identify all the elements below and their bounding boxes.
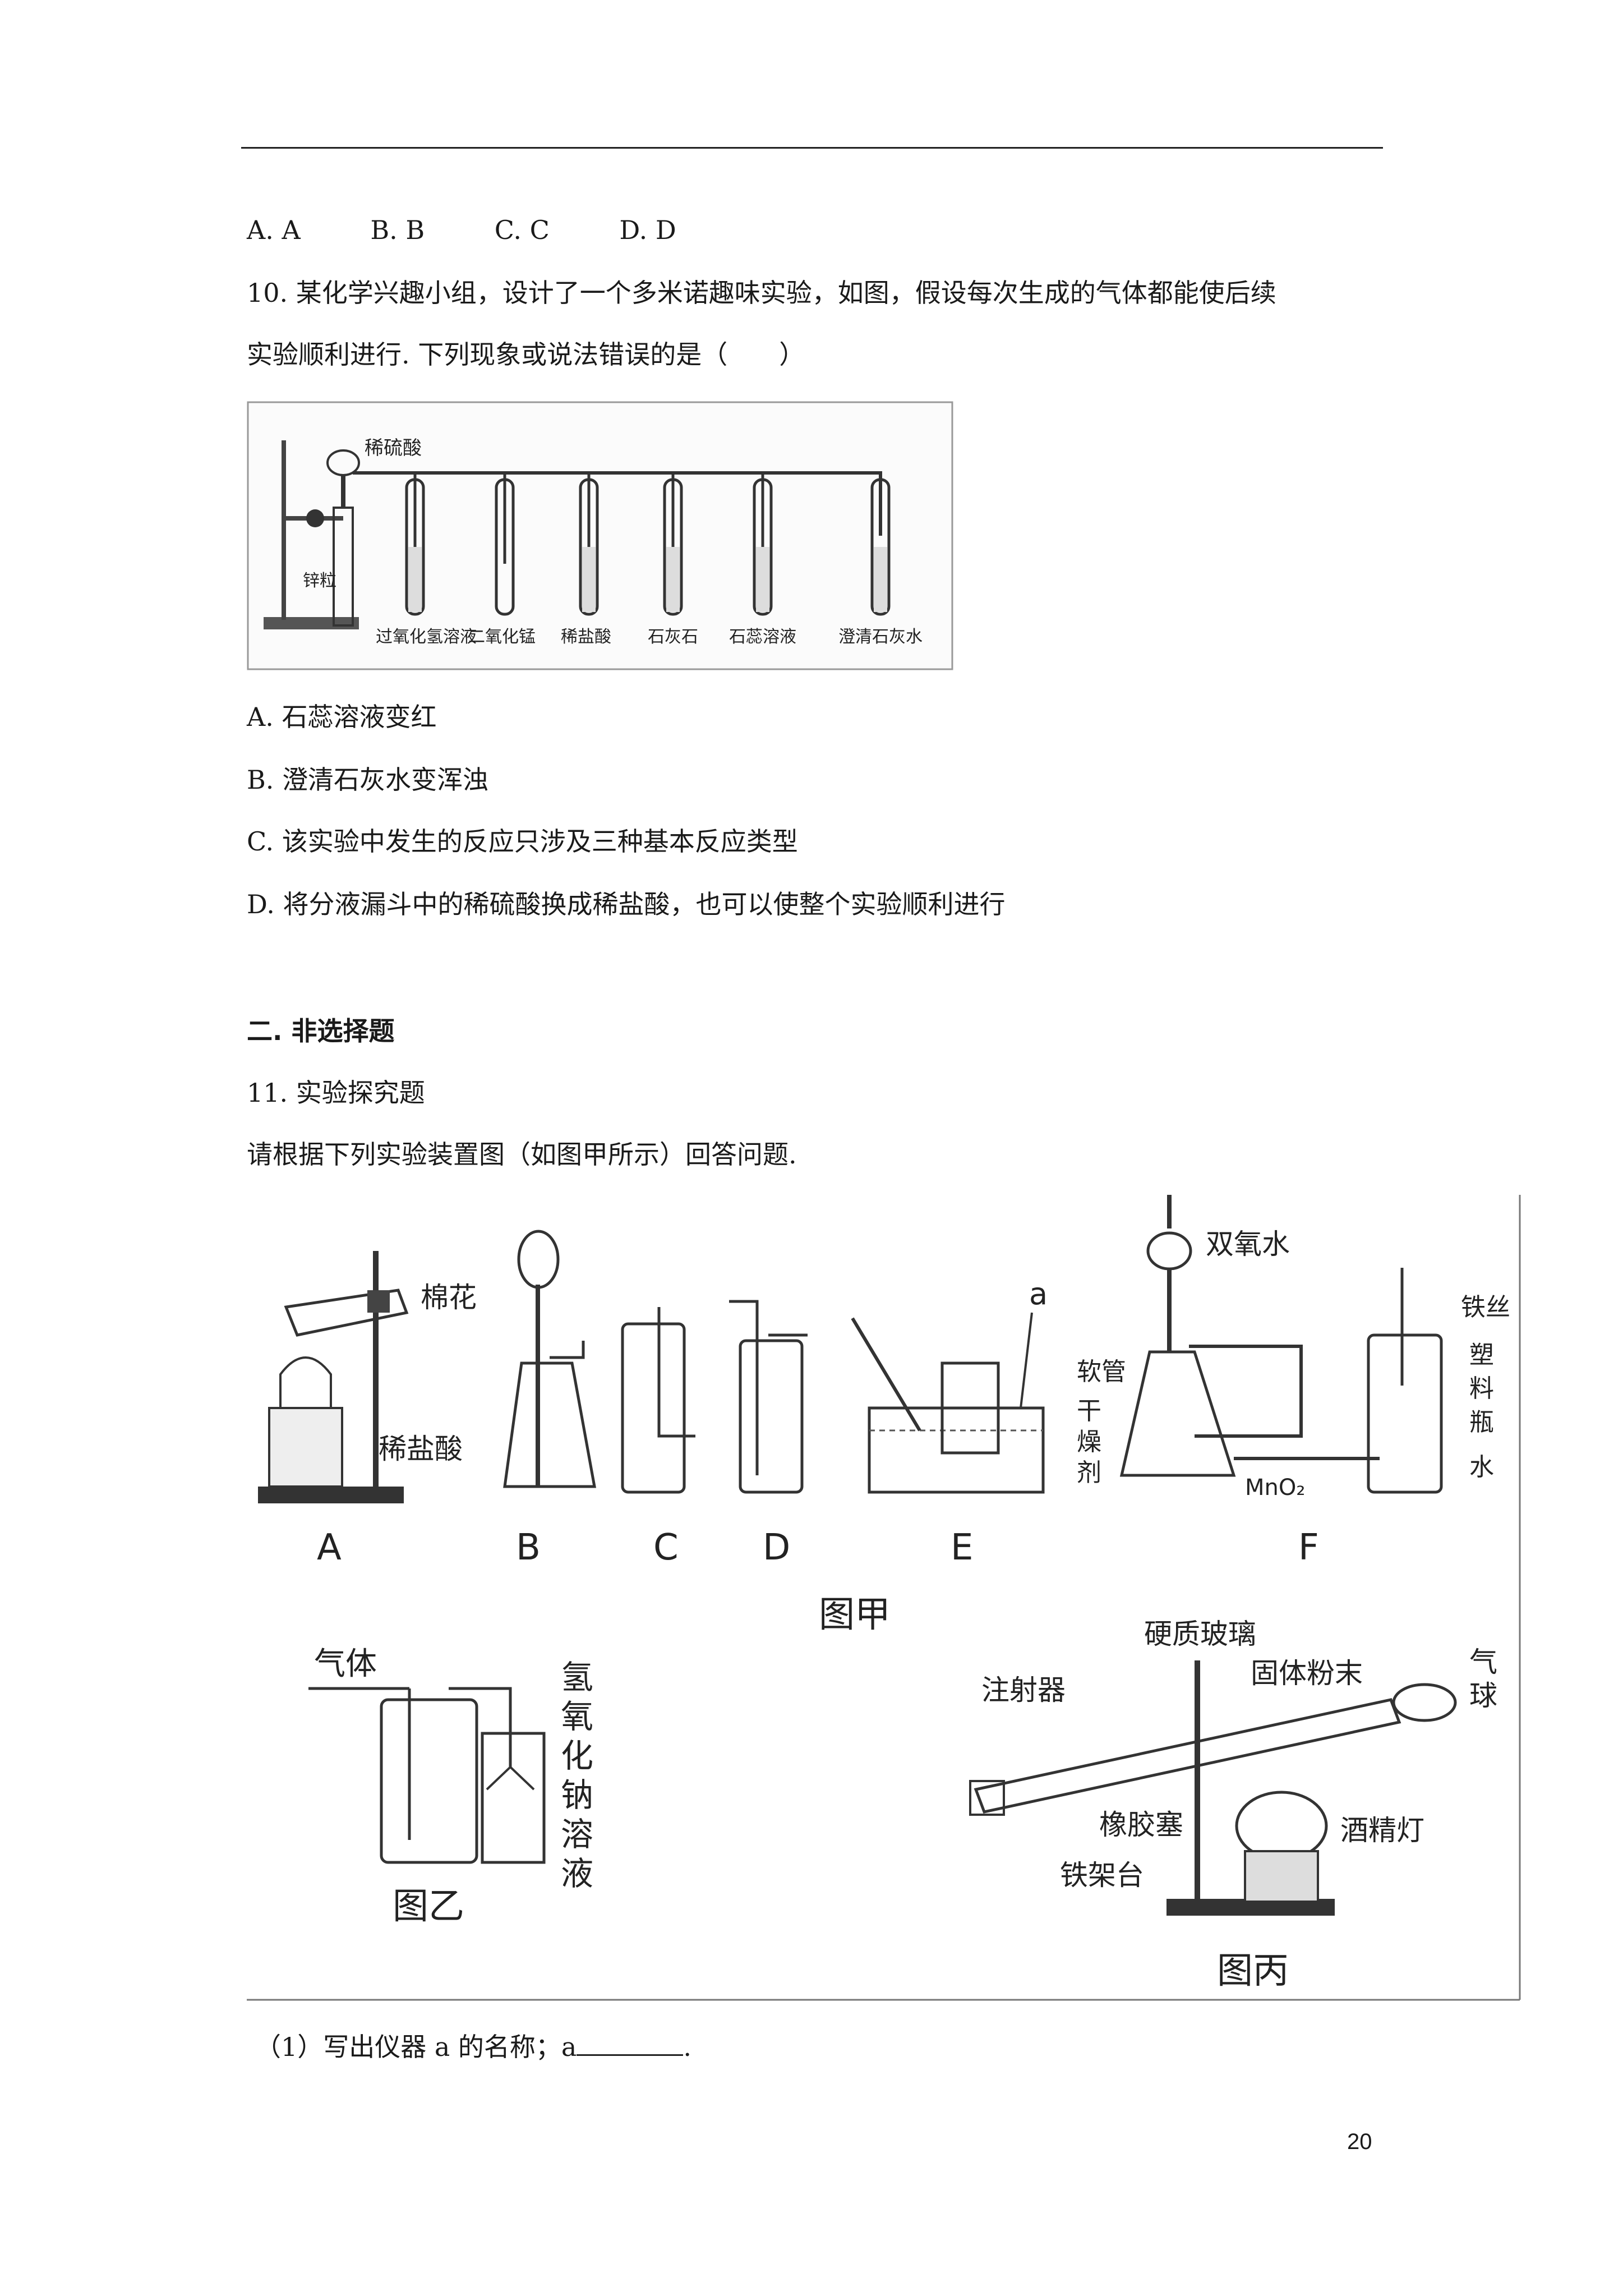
naoh-label-1: 氢 bbox=[561, 1658, 593, 1696]
q10-stem-line1: 10. 某化学兴趣小组，设计了一个多米诺趣味实验，如图，假设每次生成的气体都能使… bbox=[247, 278, 1276, 308]
plastic-bottle-label-1: 塑 bbox=[1469, 1341, 1494, 1369]
q11-intro: 请根据下列实验装置图（如图甲所示）回答问题. bbox=[247, 1139, 797, 1170]
apparatus-c bbox=[621, 1307, 695, 1494]
q10-tube3-label: 稀盐酸 bbox=[561, 627, 611, 647]
q10-option-b: B. 澄清石灰水变浑浊 bbox=[247, 765, 489, 795]
q10-domino-figure: 稀硫酸 锌粒 过氧化氢溶液 二氧化锰 稀盐酸 石灰石 石蕊溶液 澄清石灰水 bbox=[247, 401, 953, 670]
label-a: A bbox=[317, 1527, 342, 1568]
q10-option-a: A. 石蕊溶液变红 bbox=[247, 702, 437, 732]
lamp-label: 酒精灯 bbox=[1340, 1814, 1424, 1847]
label-c: C bbox=[653, 1527, 679, 1568]
naoh-label-5: 溶 bbox=[561, 1815, 593, 1853]
fig-jia-caption: 图甲 bbox=[819, 1594, 891, 1636]
apparatus-f: 双氧水 软管 干 燥 剂 MnO₂ 铁丝 塑 料 瓶 水 bbox=[1077, 1195, 1510, 1501]
q10-tube6-label: 澄清石灰水 bbox=[838, 627, 923, 647]
q9-option-a: A. A bbox=[247, 215, 301, 245]
naoh-label-3: 化 bbox=[561, 1737, 593, 1775]
syringe-label: 注射器 bbox=[981, 1674, 1066, 1706]
page-number: 20 bbox=[1347, 2129, 1372, 2154]
cotton-label: 棉花 bbox=[421, 1281, 477, 1314]
desiccant-label-1: 干 bbox=[1077, 1397, 1101, 1425]
q9-option-b: B. B bbox=[370, 215, 425, 245]
label-d: D bbox=[763, 1527, 790, 1568]
desiccant-label-3: 剂 bbox=[1077, 1458, 1101, 1487]
instrument-a-label: a bbox=[1029, 1276, 1048, 1312]
q10-tube4-label: 石灰石 bbox=[648, 627, 698, 647]
label-b: B bbox=[516, 1527, 541, 1568]
q11-sub1-prefix: （1）写出仪器 a 的名称；a bbox=[255, 2032, 577, 2062]
plastic-bottle-label-2: 料 bbox=[1469, 1374, 1494, 1403]
h2o2-label: 双氧水 bbox=[1206, 1228, 1290, 1260]
header-rule bbox=[241, 147, 1383, 149]
fig-bing: 硬质玻璃 固体粉末 气 球 注射器 橡胶塞 酒精灯 铁架台 图丙 bbox=[969, 1618, 1497, 1992]
naoh-label-4: 钠 bbox=[561, 1776, 593, 1814]
q10-option-c: C. 该实验中发生的反应只涉及三种基本反应类型 bbox=[247, 826, 798, 857]
fig-yi: 气体 氢 氧 化 钠 溶 液 图乙 bbox=[308, 1646, 593, 1927]
q11-sub1: （1）写出仪器 a 的名称；a. bbox=[255, 2030, 691, 2064]
q9-option-d: D. D bbox=[619, 215, 676, 245]
q10-zinc-label: 锌粒 bbox=[303, 571, 336, 591]
apparatus-a: 棉花 bbox=[258, 1251, 477, 1503]
q10-funnel-label: 稀硫酸 bbox=[365, 437, 422, 459]
dilute-hcl-label: 稀盐酸 bbox=[379, 1433, 463, 1465]
q10-stem-line2: 实验顺利进行. 下列现象或说法错误的是（ ） bbox=[247, 339, 805, 370]
balloon-label-1: 气 bbox=[1469, 1646, 1497, 1678]
fig-bing-caption: 图丙 bbox=[1217, 1950, 1289, 1992]
apparatus-e: a bbox=[851, 1276, 1048, 1494]
q9-option-c: C. C bbox=[494, 215, 550, 245]
section-2-title: 二. 非选择题 bbox=[247, 1016, 395, 1046]
naoh-label-2: 氧 bbox=[561, 1697, 593, 1736]
q9-options: A. A B. B C. C D. D bbox=[247, 213, 738, 247]
balloon-label-2: 球 bbox=[1469, 1680, 1497, 1712]
q10-tube1-label: 过氧化氢溶液 bbox=[376, 627, 477, 647]
hose-label: 软管 bbox=[1077, 1358, 1126, 1386]
stand-label: 铁架台 bbox=[1060, 1859, 1144, 1892]
q10-option-d: D. 将分液漏斗中的稀硫酸换成稀盐酸，也可以使整个实验顺利进行 bbox=[247, 889, 1006, 919]
solid-powder-label: 固体粉末 bbox=[1251, 1657, 1363, 1690]
apparatus-d bbox=[729, 1300, 808, 1494]
q11-sub1-suffix: . bbox=[683, 2032, 691, 2062]
desiccant-label-2: 燥 bbox=[1077, 1428, 1101, 1456]
apparatus-b: 稀盐酸 bbox=[379, 1230, 596, 1488]
naoh-label-6: 液 bbox=[561, 1855, 593, 1893]
stopper-label: 橡胶塞 bbox=[1099, 1809, 1183, 1841]
q11-title: 11. 实验探究题 bbox=[247, 1078, 425, 1108]
fig-yi-caption: 图乙 bbox=[393, 1886, 464, 1927]
water-label: 水 bbox=[1469, 1453, 1494, 1481]
iron-wire-label: 铁丝 bbox=[1461, 1293, 1510, 1322]
plastic-bottle-label-3: 瓶 bbox=[1469, 1408, 1494, 1437]
gas-label: 气体 bbox=[314, 1646, 377, 1682]
q10-tube2-label: 二氧化锰 bbox=[468, 627, 536, 647]
mno2-label: MnO₂ bbox=[1245, 1475, 1305, 1501]
label-e: E bbox=[951, 1527, 973, 1568]
q10-tube5-label: 石蕊溶液 bbox=[729, 627, 796, 647]
q11-sub1-answer-blank[interactable] bbox=[577, 2030, 684, 2056]
label-f: F bbox=[1298, 1527, 1319, 1568]
q11-apparatus-figure: 棉花 稀盐酸 a 双氧水 软管 干 bbox=[247, 1195, 1521, 2001]
hard-glass-label: 硬质玻璃 bbox=[1144, 1618, 1256, 1650]
